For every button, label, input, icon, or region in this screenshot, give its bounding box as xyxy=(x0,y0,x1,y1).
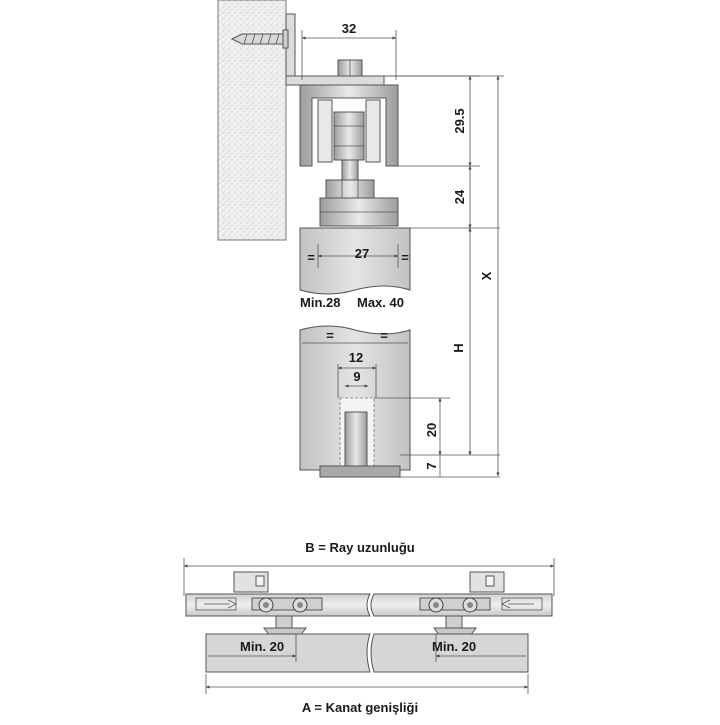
dim-20-label: 20 xyxy=(424,423,439,437)
dim-29-5-label: 29.5 xyxy=(452,108,467,133)
door-width-dimension xyxy=(205,674,529,694)
dimension-20: 20 xyxy=(374,397,450,456)
dim-27-label: 27 xyxy=(355,246,369,261)
rail-profile xyxy=(299,84,399,167)
dim-7-label: 7 xyxy=(424,462,439,469)
rail-length-caption: B = Ray uzunluğu xyxy=(305,540,414,555)
plan-view: B = Ray uzunluğu xyxy=(183,540,555,715)
dimension-24: 24 xyxy=(410,165,500,229)
lower-door-center-marks: = = xyxy=(302,328,408,344)
door-plan-right xyxy=(370,633,529,673)
dimension-7: 7 xyxy=(400,454,500,478)
dim-27-eq-right: = xyxy=(401,250,409,265)
rail-bracket-right xyxy=(469,571,505,593)
max40-label: Max. 40 xyxy=(357,295,404,310)
dim-24-label: 24 xyxy=(452,189,467,204)
hanger-bolt xyxy=(341,159,359,183)
dim-12-label: 12 xyxy=(349,350,363,365)
carriage-left xyxy=(251,597,323,637)
dim-9-label: 9 xyxy=(353,369,360,384)
dimension-27: = = 27 xyxy=(307,244,409,268)
floor-guide-pin xyxy=(344,411,368,471)
min20-right-label: Min. 20 xyxy=(432,639,476,654)
eq-right-lower: = xyxy=(380,328,388,343)
dimension-12: 12 xyxy=(337,350,377,398)
end-stop-right xyxy=(501,597,543,611)
rail-bracket-left xyxy=(233,571,269,593)
door-width-caption: A = Kanat genişliği xyxy=(302,700,418,715)
dimension-x: X xyxy=(384,75,504,477)
wall-screw xyxy=(230,29,289,49)
dim-32-label: 32 xyxy=(342,21,356,36)
end-stop-left xyxy=(195,597,237,611)
floor-guide-base xyxy=(319,465,401,478)
section-view: 32 29.5 24 X H 20 xyxy=(217,0,504,478)
door-plan-left xyxy=(205,633,371,673)
mounting-bracket-horizontal xyxy=(285,75,385,86)
dim-x-label: X xyxy=(479,271,494,280)
dim-h-label: H xyxy=(451,343,466,352)
min20-right-dimension: Min. 20 xyxy=(432,634,526,662)
door-panel-upper xyxy=(299,227,411,295)
mounting-bracket-vertical xyxy=(285,13,296,85)
dimension-32: 32 xyxy=(301,21,397,80)
min20-left-dimension: Min. 20 xyxy=(208,634,297,662)
dimension-9: 9 xyxy=(344,369,369,388)
min20-left-label: Min. 20 xyxy=(240,639,284,654)
rail-length-dimension xyxy=(183,558,555,596)
carriage-right xyxy=(419,597,491,637)
dimension-h: H xyxy=(451,227,472,456)
lower-nut xyxy=(325,179,375,199)
dim-27-eq-left: = xyxy=(307,250,315,265)
min28-label: Min.28 xyxy=(300,295,340,310)
eq-left-lower: = xyxy=(326,328,334,343)
